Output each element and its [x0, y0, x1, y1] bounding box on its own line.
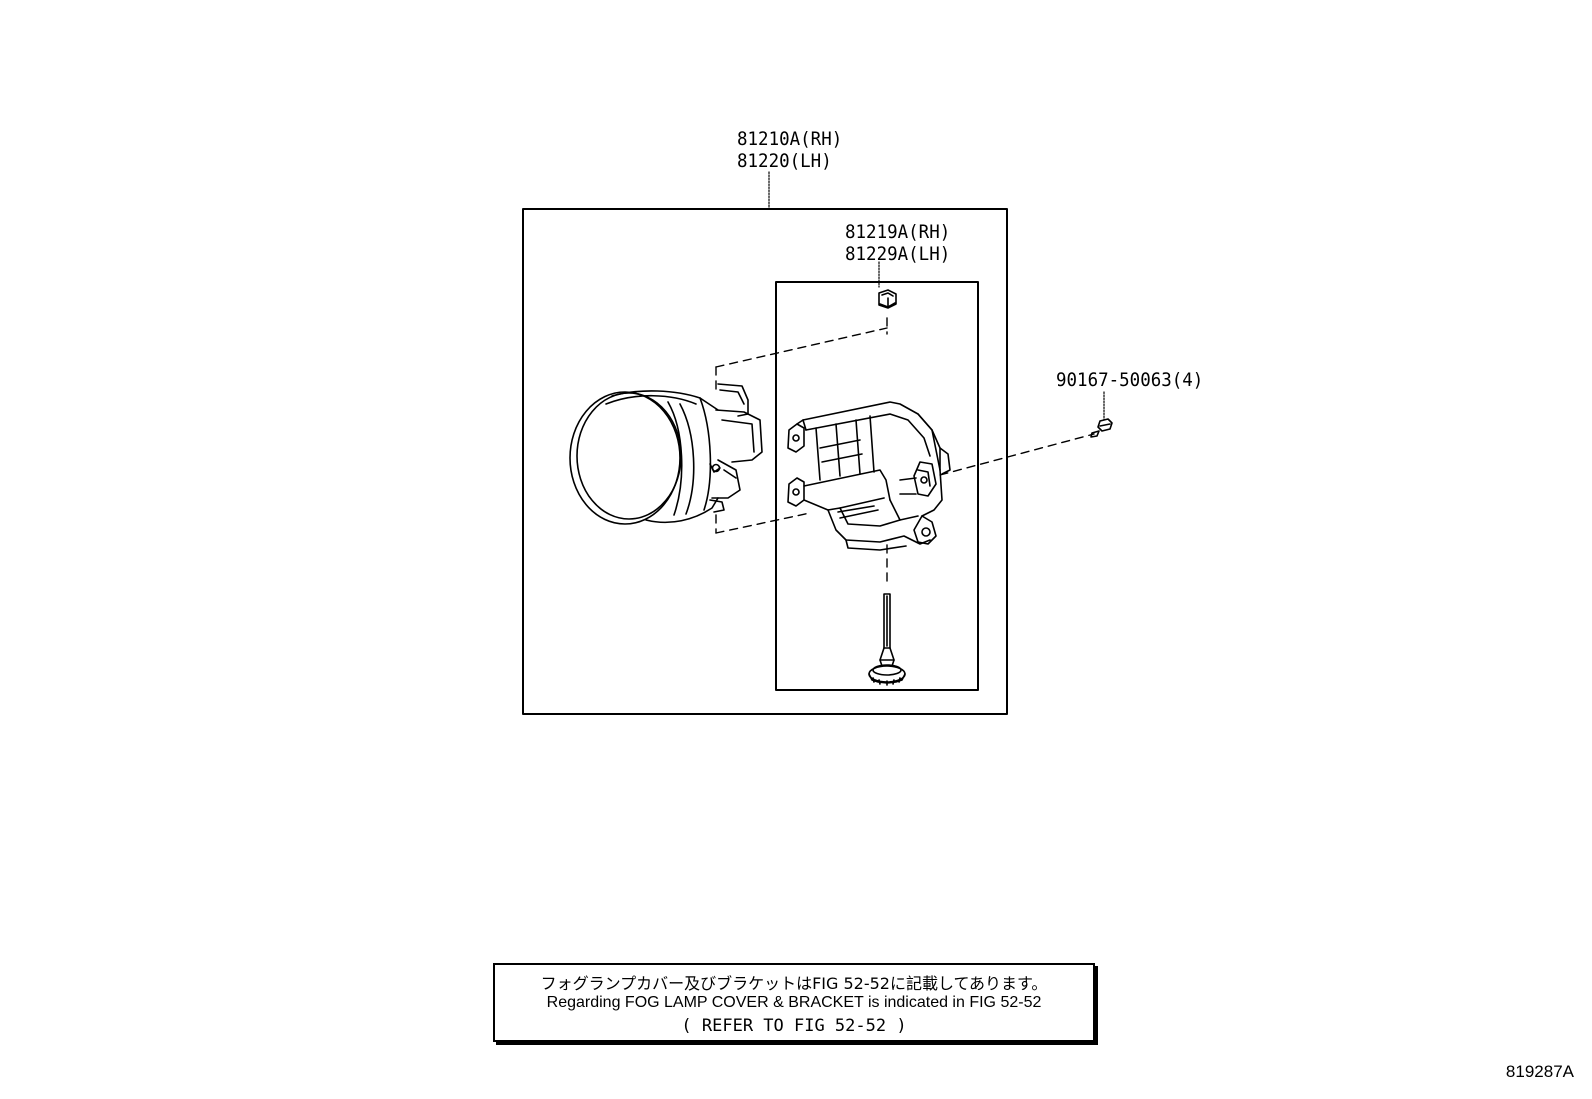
- assembly-guide-lines: [715, 317, 1095, 586]
- note-reference-link[interactable]: ( REFER TO FIG 52-52 ): [681, 1016, 907, 1036]
- adjuster-bolt-icon[interactable]: [868, 593, 906, 686]
- bracket-frame: [775, 281, 979, 691]
- part-label-fog-lamp-rh[interactable]: 81210A(RH): [737, 128, 843, 150]
- fog-lamp-bracket-icon[interactable]: [787, 401, 951, 551]
- part-label-bracket-lh[interactable]: 81229A(LH): [845, 243, 951, 265]
- clip-nut-icon[interactable]: [878, 289, 897, 309]
- assembly-frame: [522, 208, 1008, 715]
- note-japanese: フォグランプカバー及びブラケットはFIG 52-52に記載してあります。: [540, 974, 1048, 993]
- fog-lamp-assembly-icon[interactable]: [569, 383, 763, 525]
- part-label-screw[interactable]: 90167-50063(4): [1056, 369, 1204, 391]
- figure-code: 819287A: [1505, 1062, 1574, 1081]
- note-english: Regarding FOG LAMP COVER & BRACKET is in…: [546, 994, 1042, 1011]
- part-label-bracket-rh[interactable]: 81219A(RH): [845, 221, 951, 243]
- part-label-fog-lamp-lh[interactable]: 81220(LH): [737, 150, 832, 172]
- reference-note-box: フォグランプカバー及びブラケットはFIG 52-52に記載してあります。 Reg…: [493, 963, 1095, 1042]
- screw-icon[interactable]: [1090, 418, 1113, 438]
